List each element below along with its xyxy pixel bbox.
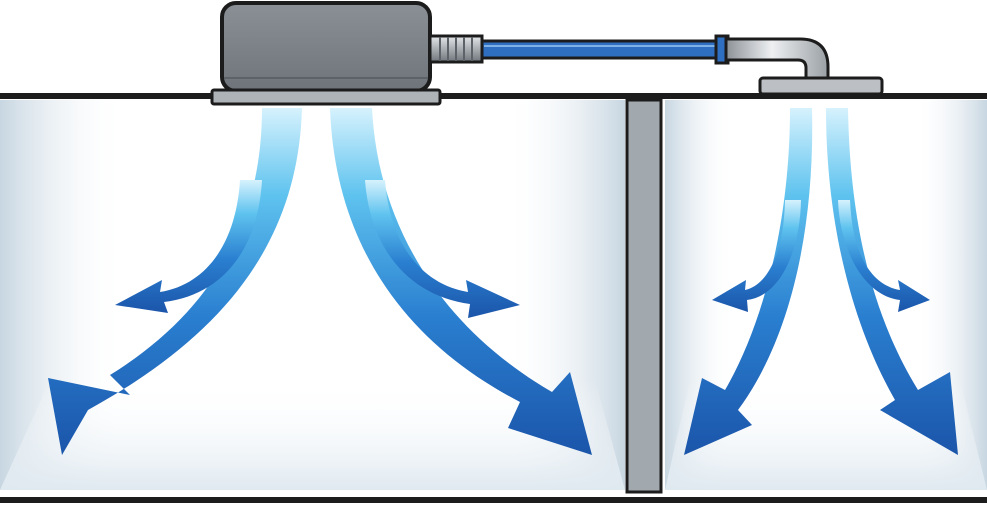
airflow-arrow-left-inner [684, 108, 813, 455]
right-airflow [684, 108, 958, 455]
flange-plate-icon [758, 76, 884, 96]
airflow-curl-left-small [712, 200, 801, 312]
left-chamber [0, 100, 625, 490]
airflow-curl-left [115, 180, 262, 313]
left-chamber-floor-shade [0, 380, 625, 490]
housing-base-plate [210, 88, 442, 106]
threaded-fitting-icon [428, 34, 484, 64]
elbow-pipe-icon [724, 37, 830, 82]
airflow-curl-right-small [838, 200, 930, 312]
airflow-arrow-right-inner [826, 108, 958, 455]
chamber-divider [625, 98, 663, 494]
airflow-arrow-left-outer [48, 108, 302, 455]
airflow-curl-right [365, 180, 520, 318]
airflow-arrow-right-outer [330, 108, 592, 455]
hose-icon [480, 34, 730, 65]
left-airflow [48, 108, 592, 455]
diffuser-housing-icon [210, 1, 442, 106]
